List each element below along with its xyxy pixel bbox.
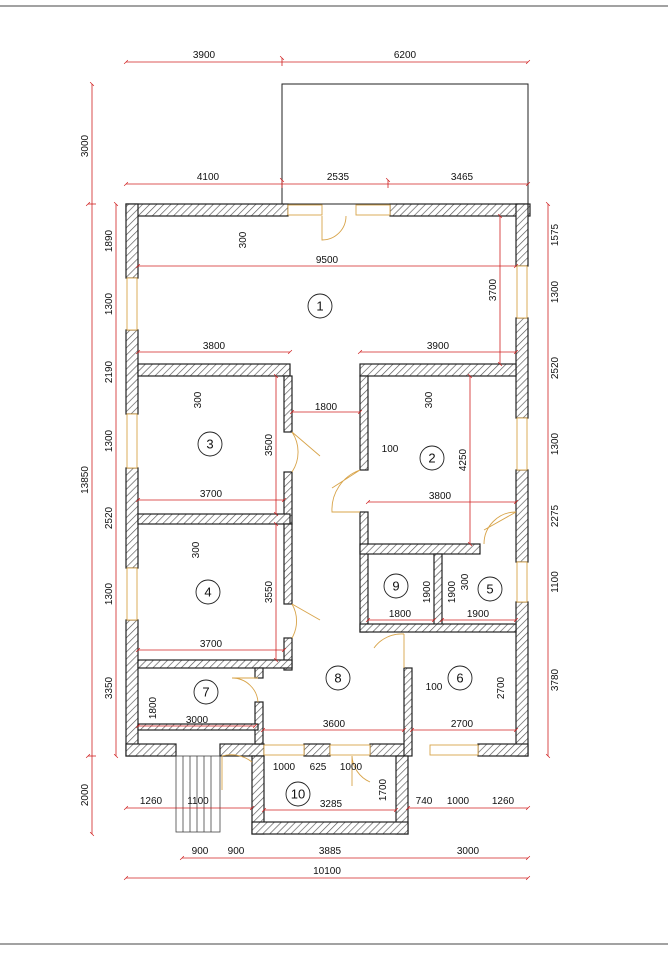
- room-label-5: 5: [477, 576, 503, 602]
- svg-text:8: 8: [334, 671, 341, 686]
- room-labels: 1 2 3 4 5 6 7 8: [193, 293, 503, 807]
- dim-corridor: 1800: [315, 402, 338, 413]
- entrance-stairs: [175, 755, 221, 833]
- dim-room6-offset: 100: [426, 682, 443, 693]
- dim-bottom-row2-3: 3885: [319, 846, 342, 857]
- dim-bottom-row1-3: 740: [416, 796, 433, 807]
- dim-room8-width: 3600: [323, 719, 346, 730]
- room-label-1: 1: [307, 293, 333, 319]
- dim-right-5: 2275: [550, 504, 561, 527]
- room-label-6: 6: [447, 665, 473, 691]
- windows: [126, 204, 528, 756]
- dim-porch-opening-1: 1000: [273, 762, 296, 773]
- dim-bottom-row1-5: 1260: [492, 796, 515, 807]
- room-label-7: 7: [193, 679, 219, 705]
- dim-room6-width: 2700: [451, 719, 474, 730]
- svg-text:9: 9: [392, 579, 399, 594]
- dim-room6-depth: 2700: [496, 676, 507, 699]
- room-label-3: 3: [197, 431, 223, 457]
- dim-left-inner-1: 1890: [104, 229, 115, 252]
- dim-room1-left: 3800: [203, 341, 226, 352]
- dim-room10-depth: 1700: [378, 778, 389, 801]
- dim-porch-opening-3: 1000: [340, 762, 363, 773]
- dim-bottom-row2-1: 900: [192, 846, 209, 857]
- dim-room10-width: 3285: [320, 799, 343, 810]
- dim-left-inner-2: 1300: [104, 292, 115, 315]
- dim-right-6: 1100: [550, 571, 561, 593]
- dim-left-inner-6: 1300: [104, 582, 115, 605]
- dim-bottom-row1-1: 1260: [140, 796, 163, 807]
- dim-room5-width: 1900: [467, 609, 490, 620]
- dim-room9-depth: 1900: [422, 580, 433, 603]
- dim-left-outer-3: 2000: [80, 783, 91, 806]
- dim-right-2: 1300: [550, 280, 561, 303]
- room-label-10: 10: [285, 781, 311, 807]
- svg-text:4: 4: [204, 585, 211, 600]
- room-label-9: 9: [383, 573, 409, 599]
- dim-room7-depth: 1800: [148, 696, 159, 719]
- doors: [221, 215, 517, 790]
- dim-left-inner-4: 1300: [104, 429, 115, 452]
- dim-left-inner-7: 3350: [104, 676, 115, 699]
- dimension-labels: 3900 6200 4100 2535 3465 3000 13850 2000…: [80, 50, 561, 877]
- dim-room3-width: 3700: [200, 489, 223, 500]
- dim-room4-width: 3700: [200, 639, 223, 650]
- svg-text:7: 7: [202, 685, 209, 700]
- room-label-2: 2: [419, 445, 445, 471]
- dim-room2-wall: 300: [424, 391, 435, 408]
- dim-room5-wall: 300: [460, 573, 471, 590]
- dim-right-1: 1575: [550, 223, 561, 246]
- dim-room4-wall: 300: [191, 541, 202, 558]
- dim-top-outer-2: 6200: [394, 50, 417, 61]
- dim-room1-depth: 3700: [488, 278, 499, 301]
- dim-bottom-row2-4: 3000: [457, 846, 480, 857]
- dim-bottom-row1-4: 1000: [447, 796, 470, 807]
- dim-room3-depth: 3500: [264, 433, 275, 456]
- dim-right-7: 3780: [550, 668, 561, 691]
- dimension-lines: [85, 55, 551, 881]
- dim-room7-width: 3000: [186, 715, 209, 726]
- dim-room1-right: 3900: [427, 341, 450, 352]
- dim-top-inner-3: 3465: [451, 172, 474, 183]
- dim-room4-depth: 3550: [264, 580, 275, 603]
- dim-room1-wall: 300: [238, 231, 249, 248]
- dim-bottom-row2-2: 900: [228, 846, 245, 857]
- dim-top-inner-2: 2535: [327, 172, 350, 183]
- dim-room3-wall: 300: [193, 391, 204, 408]
- dim-top-outer-1: 3900: [193, 50, 216, 61]
- dim-room1-width: 9500: [316, 255, 339, 266]
- svg-text:3: 3: [206, 437, 213, 452]
- terrace-outline: [281, 83, 529, 205]
- dim-room5-depth: 1900: [447, 580, 458, 603]
- dim-left-outer-2: 13850: [80, 466, 91, 494]
- svg-text:10: 10: [291, 787, 305, 802]
- dim-left-inner-3: 2190: [104, 360, 115, 383]
- dim-left-inner-5: 2520: [104, 506, 115, 529]
- dim-room2-depth: 4250: [458, 448, 469, 471]
- svg-text:1: 1: [316, 299, 323, 314]
- dim-bottom-row1-2: 1100: [187, 796, 209, 807]
- dim-porch-opening-2: 625: [310, 762, 327, 773]
- dim-right-3: 2520: [550, 356, 561, 379]
- svg-text:6: 6: [456, 671, 463, 686]
- dim-right-4: 1300: [550, 432, 561, 455]
- dim-room9-width: 1800: [389, 609, 412, 620]
- svg-text:5: 5: [486, 582, 493, 597]
- dim-room2-width: 3800: [429, 491, 452, 502]
- room-label-8: 8: [325, 665, 351, 691]
- dim-room2-offset: 100: [382, 444, 399, 455]
- room-label-4: 4: [195, 579, 221, 605]
- svg-text:2: 2: [428, 451, 435, 466]
- dim-bottom-total: 10100: [313, 866, 341, 877]
- dim-left-outer-1: 3000: [80, 134, 91, 157]
- dim-top-inner-1: 4100: [197, 172, 220, 183]
